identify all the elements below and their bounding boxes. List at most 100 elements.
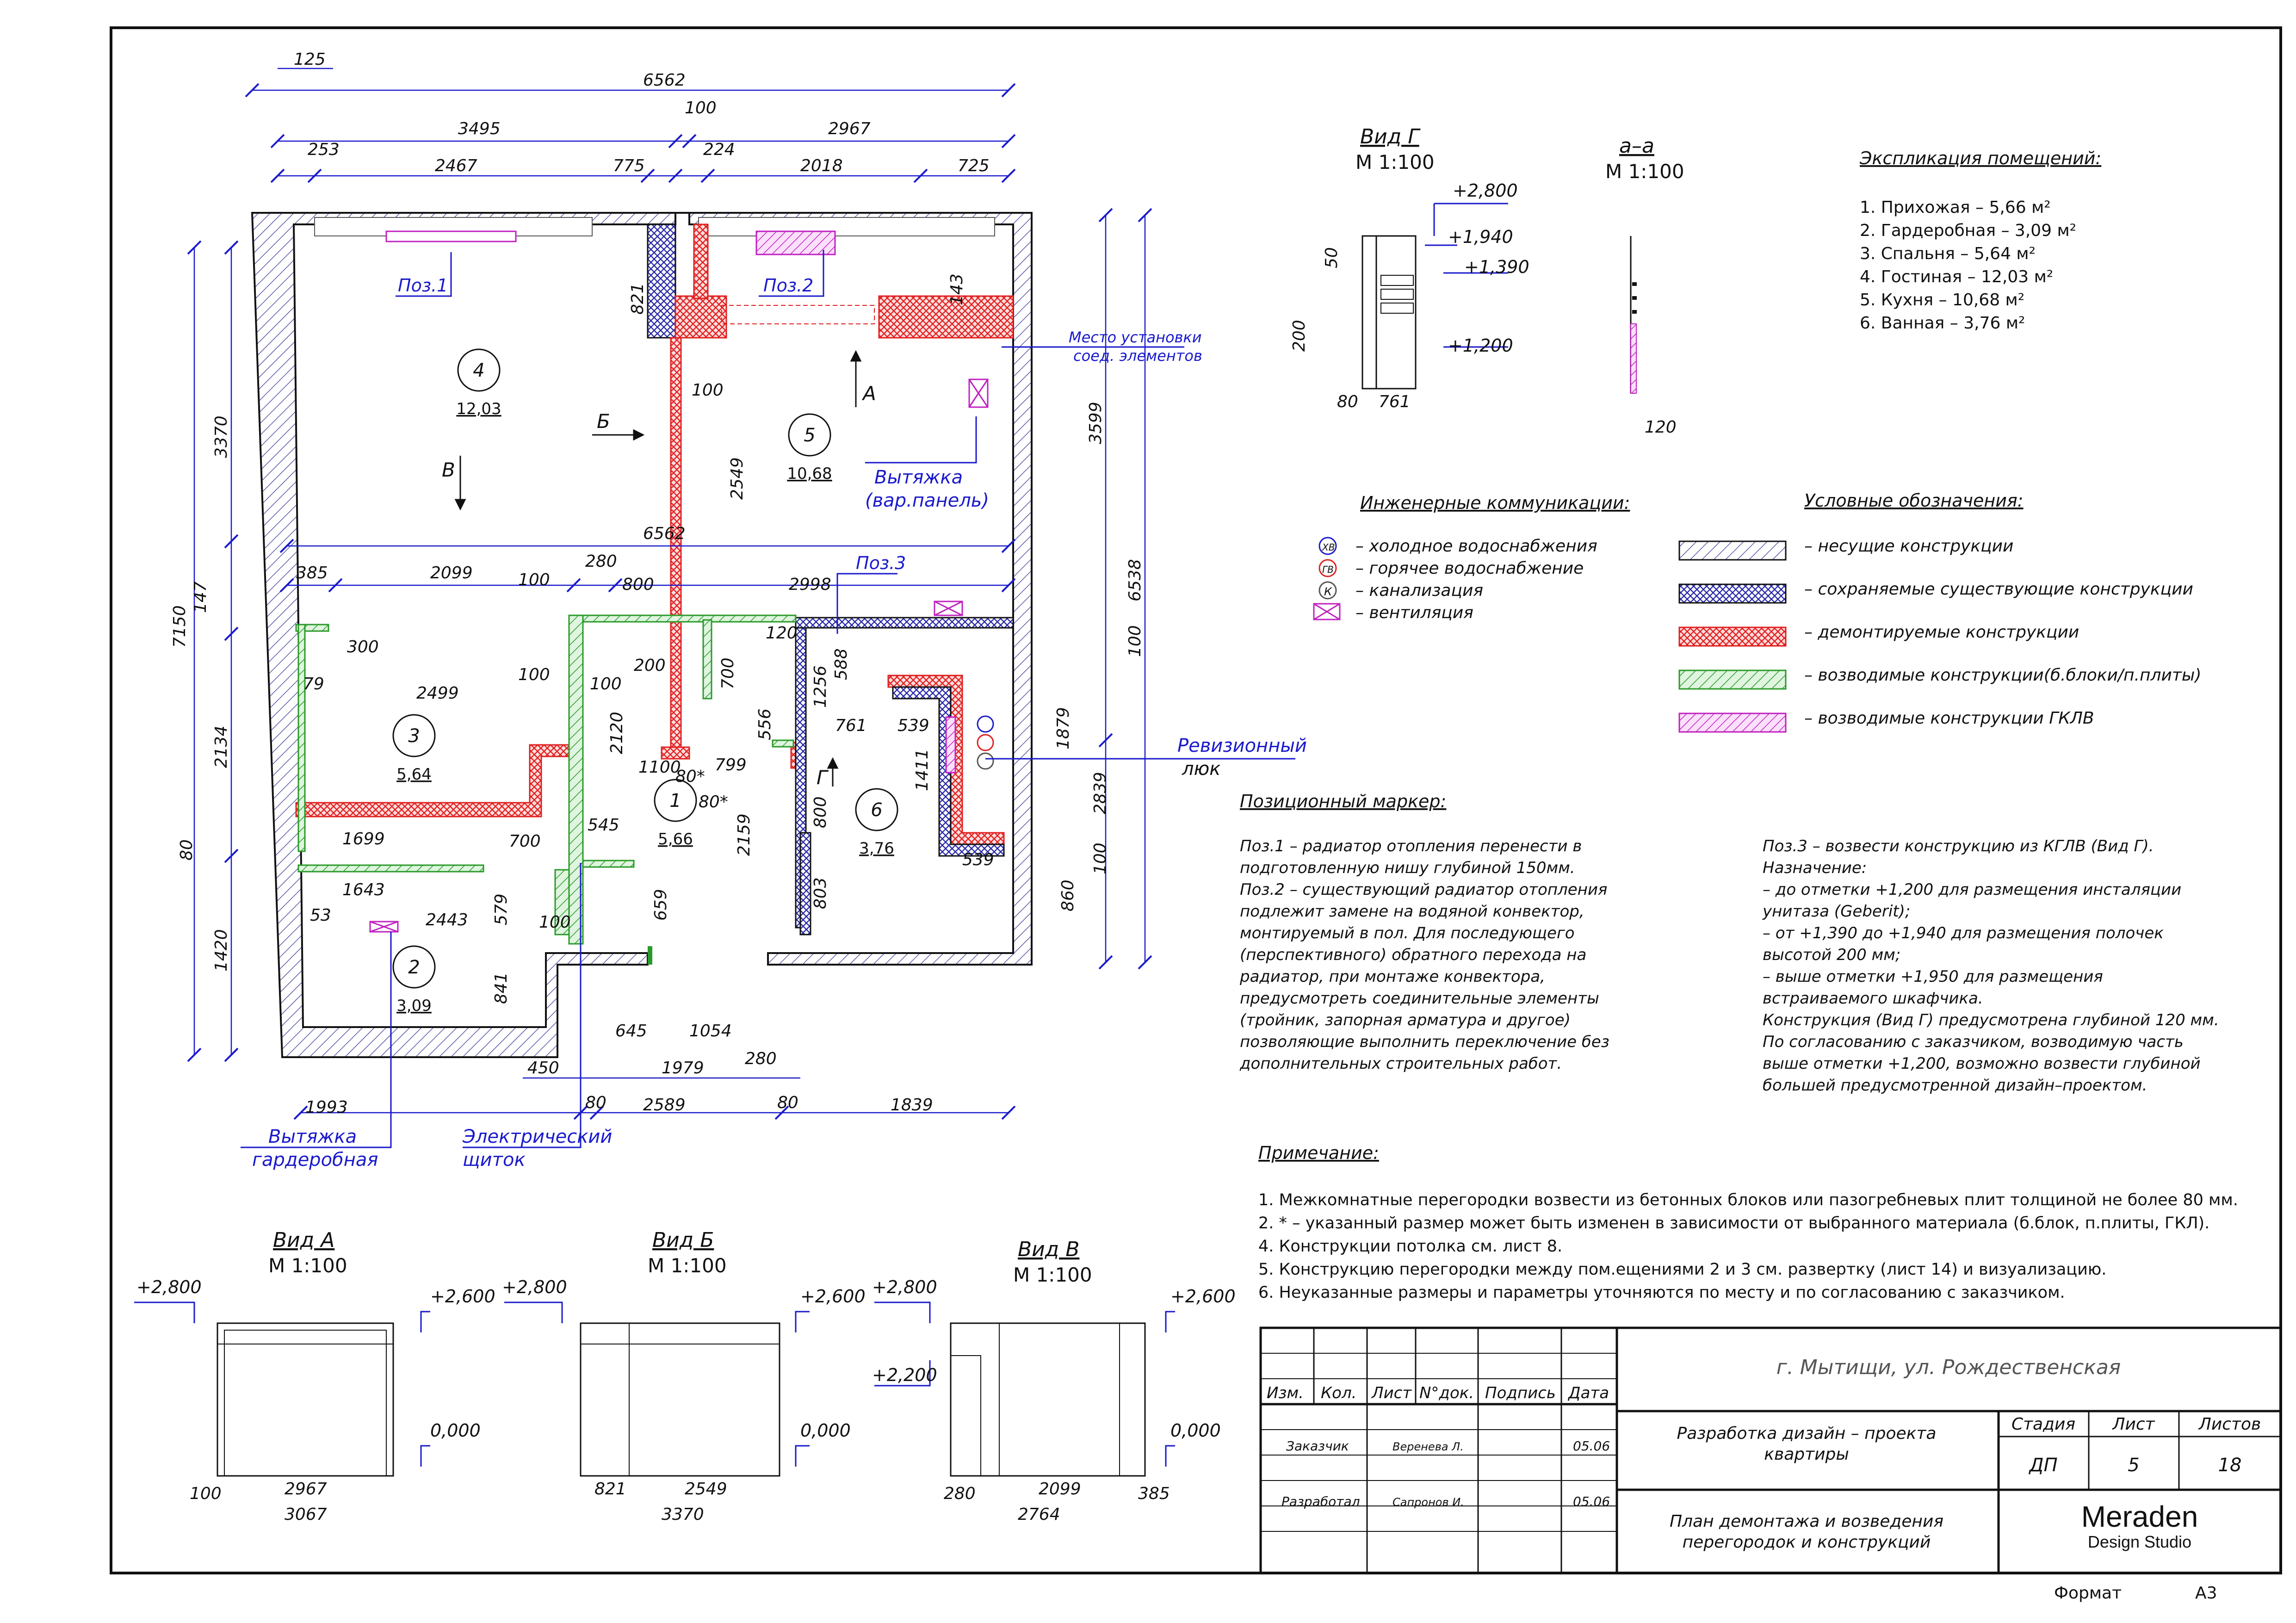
svg-text:6. Неуказанные размеры и парам: 6. Неуказанные размеры и параметры уточн… <box>1258 1283 2065 1302</box>
dimension-tick <box>1138 208 1152 223</box>
svg-text:5. Конструкцию перегородки меж: 5. Конструкцию перегородки между пом.еще… <box>1258 1260 2106 1279</box>
svg-text:05.06: 05.06 <box>1573 1494 1610 1509</box>
position-marker: Позиционный маркер: Поз.1 – радиатор ото… <box>1239 791 2219 1095</box>
position-note-right-line: – выше отметки +1,950 для размещения <box>1763 967 2103 986</box>
svg-text:539: 539 <box>962 850 994 869</box>
svg-text:К: К <box>1324 585 1332 598</box>
label-vytyazhka-1: Вытяжка <box>874 467 963 488</box>
room-number: 1 <box>669 790 681 812</box>
svg-text:588: 588 <box>832 648 851 680</box>
dimension-tick <box>566 578 581 593</box>
svg-text:+1,200: +1,200 <box>1448 335 1513 356</box>
svg-text:280: 280 <box>944 1484 976 1503</box>
svg-text:Листов: Листов <box>2198 1415 2261 1434</box>
dimension-tick <box>589 1105 604 1120</box>
dimension-tick <box>1001 134 1016 149</box>
svg-text:539: 539 <box>897 716 929 735</box>
label-el-panel-2: щиток <box>463 1149 526 1171</box>
dimension-tick <box>187 1047 202 1062</box>
svg-text:4. Конструкции потолка см. лис: 4. Конструкции потолка см. лист 8. <box>1258 1237 1562 1256</box>
svg-text:800: 800 <box>622 575 654 594</box>
company-subtitle: Design Studio <box>2088 1532 2191 1551</box>
company-logo: Meraden <box>2081 1500 2198 1533</box>
svg-text:Экспликация помещений:: Экспликация помещений: <box>1859 148 2101 168</box>
svg-text:659: 659 <box>651 889 670 921</box>
svg-text:80: 80 <box>1337 392 1358 411</box>
bearing-wall-left <box>251 212 676 1058</box>
svg-text:1. Прихожая – 5,66 м²: 1. Прихожая – 5,66 м² <box>1860 198 2051 217</box>
svg-text:775: 775 <box>613 156 645 175</box>
svg-text:Лист: Лист <box>2111 1415 2155 1434</box>
svg-text:280: 280 <box>745 1049 777 1068</box>
svg-text:Лист: Лист <box>1371 1384 1412 1402</box>
svg-text:2018: 2018 <box>800 156 843 175</box>
svg-text:+2,200: +2,200 <box>872 1365 937 1385</box>
position-note-right-line: Конструкция (Вид Г) предусмотрена глубин… <box>1763 1011 2219 1029</box>
svg-text:125: 125 <box>294 50 326 69</box>
label-mesto-1: Место установки <box>1069 328 1202 346</box>
demolish-block-3 <box>693 223 709 299</box>
sewer-icon <box>1318 581 1337 600</box>
room-marker-circle <box>457 348 501 392</box>
demolish-block-1 <box>675 295 727 339</box>
svg-text:2099: 2099 <box>430 564 473 582</box>
dimension-tick <box>1001 539 1016 553</box>
svg-text:700: 700 <box>718 657 737 689</box>
label-vytyazhka-2: (вар.панель) <box>865 490 989 511</box>
position-note-left-line: предусмотреть соединительные элементы <box>1240 989 1599 1008</box>
dimension-tick <box>640 168 655 183</box>
svg-text:147: 147 <box>191 581 210 613</box>
label-revision-2: люк <box>1182 758 1220 780</box>
notes: Примечание: 1. Межкомнатные перегородки … <box>1258 1143 2238 1302</box>
room-area: 12,03 <box>456 400 501 418</box>
engineering-legend: Инженерные коммуникации: ХВ ГВ К – холод… <box>1313 493 1630 622</box>
svg-text:120: 120 <box>766 624 798 643</box>
svg-text:821: 821 <box>628 283 647 315</box>
svg-text:+1,940: +1,940 <box>1448 227 1513 247</box>
svg-text:2467: 2467 <box>435 156 477 175</box>
view-b: Вид Б М 1:100 +2,800 +2,600 0,000 821 25… <box>502 1228 866 1524</box>
svg-text:Вид Г: Вид Г <box>1360 125 1421 149</box>
svg-text:+2,600: +2,600 <box>800 1286 866 1307</box>
dimension-tick <box>279 578 294 593</box>
position-note-right-line: – до отметки +1,200 для размещения инста… <box>1763 880 2181 899</box>
svg-text:Дата: Дата <box>1567 1384 1609 1402</box>
cold-water-icon <box>977 715 994 733</box>
svg-text:80: 80 <box>777 1093 798 1112</box>
svg-text:700: 700 <box>509 832 541 851</box>
dimension-tick <box>293 1105 308 1120</box>
dimension-tick <box>1001 578 1016 593</box>
svg-text:2159: 2159 <box>735 813 754 856</box>
risers <box>977 715 994 770</box>
svg-text:300: 300 <box>347 638 379 657</box>
svg-text:385: 385 <box>296 564 328 582</box>
svg-text:579: 579 <box>492 893 511 925</box>
dimension-tick <box>1098 208 1113 223</box>
position-note-right-line: Поз.3 – возвести конструкцию из КГЛВ (Ви… <box>1763 837 2154 855</box>
dimension-tick <box>573 1105 588 1120</box>
svg-text:05.06: 05.06 <box>1573 1438 1610 1454</box>
svg-text:а–а: а–а <box>1619 134 1654 158</box>
svg-text:Инженерные коммуникации:: Инженерные коммуникации: <box>1360 493 1630 513</box>
dimension-tick <box>328 578 343 593</box>
svg-text:Разработал: Разработал <box>1281 1494 1360 1509</box>
svg-text:80*: 80* <box>675 767 705 786</box>
svg-text:1839: 1839 <box>891 1096 933 1115</box>
svg-text:ХВ: ХВ <box>1322 542 1335 553</box>
new-wall-hall-top <box>582 614 797 623</box>
svg-text:50: 50 <box>1322 247 1341 268</box>
bearing-wall-right <box>675 212 1033 966</box>
demolish-block-2 <box>878 295 1014 339</box>
view-arrow-v: В <box>442 458 455 481</box>
ventilation-icon <box>968 378 989 408</box>
svg-text:1879: 1879 <box>1054 707 1073 750</box>
svg-text:2967: 2967 <box>828 119 871 138</box>
svg-text:200: 200 <box>634 656 666 675</box>
svg-text:2589: 2589 <box>643 1096 686 1115</box>
svg-text:100: 100 <box>539 913 571 932</box>
dimension-tick <box>307 168 322 183</box>
room-marker-circle <box>788 413 831 457</box>
position-note-left-line: (тройник, запорная арматура и другое) <box>1240 1011 1571 1029</box>
